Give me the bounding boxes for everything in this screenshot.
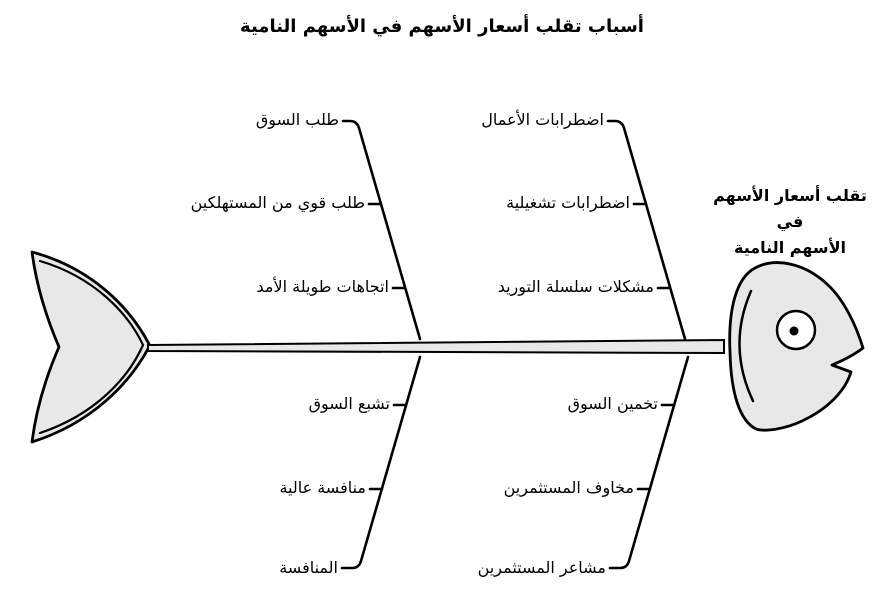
branch-top-right-line [606,119,687,341]
fish-tail-inner-line [38,259,145,435]
fish-spine [147,338,725,355]
effect-label-line-2: الأسهم النامية [734,238,846,257]
branch-top-left-line [341,119,422,341]
cause-label-strong-consumer-demand: طلب قوي من المستهلكين [190,193,365,212]
cause-label-investor-fears: مخاوف المستثمرين [503,478,634,497]
cause-label-operational-disruptions: اضطرابات تشغيلية [506,193,630,212]
cause-label-market-speculation: تخمين السوق [567,394,658,413]
category-label-business-disruptions: اضطرابات الأعمال [481,110,604,129]
branch-top-left [341,119,422,341]
branch-top-right [606,119,687,341]
diagram-title: أسباب تقلب أسعار الأسهم في الأسهم النامي… [240,16,644,37]
cause-label-supply-chain-problems: مشكلات سلسلة التوريد [497,277,654,296]
effect-label-line-1: تقلب أسعار الأسهم في [713,186,867,231]
category-label-market-demand: طلب السوق [255,110,339,129]
branch-bottom-right [608,355,690,570]
category-label-investor-sentiment: مشاعر المستثمرين [477,558,606,577]
branch-bottom-left [340,355,422,570]
fish-tail [30,250,151,444]
fish-gill-line [738,289,755,403]
cause-label-market-saturation: تشبع السوق [308,394,390,413]
fish-head [728,261,865,432]
effect-label: تقلب أسعار الأسهم في الأسهم النامية [698,183,882,261]
branch-bottom-left-line [340,355,422,570]
fish-eye-pupil [789,326,799,336]
cause-label-high-competition: منافسة عالية [279,478,366,497]
cause-label-long-term-trends: اتجاهات طويلة الأمد [256,277,389,296]
branch-bottom-right-line [608,355,690,570]
category-label-competition: المنافسة [279,558,338,577]
